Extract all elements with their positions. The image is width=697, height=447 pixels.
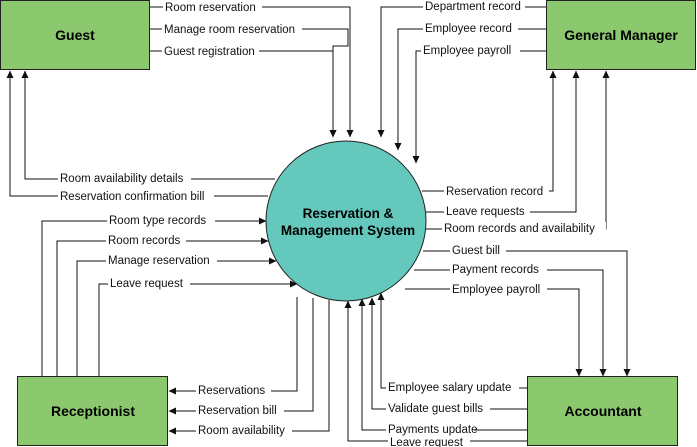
guest-entity[interactable]: Guest bbox=[0, 0, 150, 70]
flow-label: Reservation bill bbox=[198, 405, 277, 417]
general-manager-label: General Manager bbox=[564, 27, 678, 43]
general-manager-entity[interactable]: General Manager bbox=[546, 0, 696, 70]
flow-label: Room records bbox=[108, 235, 180, 247]
flow-label: Guest bill bbox=[452, 245, 500, 257]
flow-manager-employee-payroll: Employee payroll bbox=[412, 44, 546, 164]
flow-label: Reservation record bbox=[446, 186, 543, 198]
flow-label: Room records and availability bbox=[444, 223, 595, 235]
flow-manage-reservation: Manage reservation bbox=[76, 254, 277, 376]
flow-accountant-leave-request: Leave request bbox=[344, 300, 527, 447]
flow-employee-record: Employee record bbox=[394, 22, 546, 151]
flow-reservation-bill: Reservation bill bbox=[168, 298, 314, 417]
flow-reservations: Reservations bbox=[168, 297, 298, 397]
flow-guest-registration: Guest registration bbox=[150, 45, 337, 138]
flow-label: Manage reservation bbox=[108, 255, 210, 267]
flow-room-type-records: Room type records bbox=[41, 214, 267, 376]
flow-label: Employee record bbox=[425, 23, 512, 35]
guest-label: Guest bbox=[55, 27, 95, 43]
flow-label: Employee payroll bbox=[423, 45, 511, 57]
flow-label: Leave request bbox=[110, 278, 184, 290]
flow-label: Guest registration bbox=[164, 46, 255, 58]
process-title-line1: Reservation & bbox=[303, 206, 394, 221]
accountant-label: Accountant bbox=[565, 403, 642, 419]
flow-label: Employee payroll bbox=[452, 284, 540, 296]
flow-label: Department record bbox=[425, 1, 521, 13]
flow-label: Room availability bbox=[198, 425, 285, 437]
flow-label: Manage room reservation bbox=[164, 24, 295, 36]
flow-payment-records: Payment records bbox=[414, 263, 607, 377]
flow-label: Validate guest bills bbox=[388, 403, 483, 415]
flow-room-records-and-availability: Room records and availability bbox=[426, 70, 610, 235]
flow-validate-guest-bills: Validate guest bills bbox=[368, 297, 527, 415]
flow-room-availability: Room availability bbox=[168, 300, 330, 437]
flow-label: Room reservation bbox=[165, 2, 256, 14]
flow-reservation-record: Reservation record bbox=[422, 70, 557, 198]
receptionist-label: Receptionist bbox=[51, 403, 135, 419]
flow-reservation-confirmation-bill: Reservation confirmation bill bbox=[6, 70, 268, 203]
flow-label: Leave requests bbox=[446, 206, 525, 218]
flow-employee-salary-update: Employee salary update bbox=[377, 292, 527, 394]
flow-guest-bill: Guest bill bbox=[423, 244, 631, 377]
flow-payments-update: Payments update bbox=[358, 298, 527, 436]
accountant-entity[interactable]: Accountant bbox=[527, 376, 678, 446]
flow-department-record: Department record bbox=[377, 0, 546, 138]
system-process[interactable]: Reservation & Management System bbox=[265, 140, 427, 302]
flow-receptionist-leave-request: Leave request bbox=[98, 277, 298, 376]
flow-label: Payments update bbox=[388, 424, 478, 436]
process-title-line2: Management System bbox=[281, 223, 415, 238]
flow-room-availability-details: Room availability details bbox=[21, 70, 275, 185]
flow-label: Reservations bbox=[198, 385, 265, 397]
receptionist-entity[interactable]: Receptionist bbox=[17, 376, 168, 446]
flow-guest-room-reservation: Room reservation bbox=[150, 1, 354, 138]
flow-leave-requests: Leave requests bbox=[426, 70, 580, 218]
flow-label: Leave request bbox=[390, 437, 464, 447]
flow-guest-manage-room-reservation: Manage room reservation bbox=[150, 23, 349, 138]
flow-room-records: Room records bbox=[56, 234, 269, 376]
flow-label: Employee salary update bbox=[388, 382, 511, 394]
flow-label: Payment records bbox=[452, 264, 539, 276]
flow-label: Room type records bbox=[109, 215, 206, 227]
flow-label: Reservation confirmation bill bbox=[60, 191, 204, 203]
flow-label: Room availability details bbox=[60, 173, 184, 185]
flow-accountant-employee-payroll: Employee payroll bbox=[405, 283, 583, 377]
